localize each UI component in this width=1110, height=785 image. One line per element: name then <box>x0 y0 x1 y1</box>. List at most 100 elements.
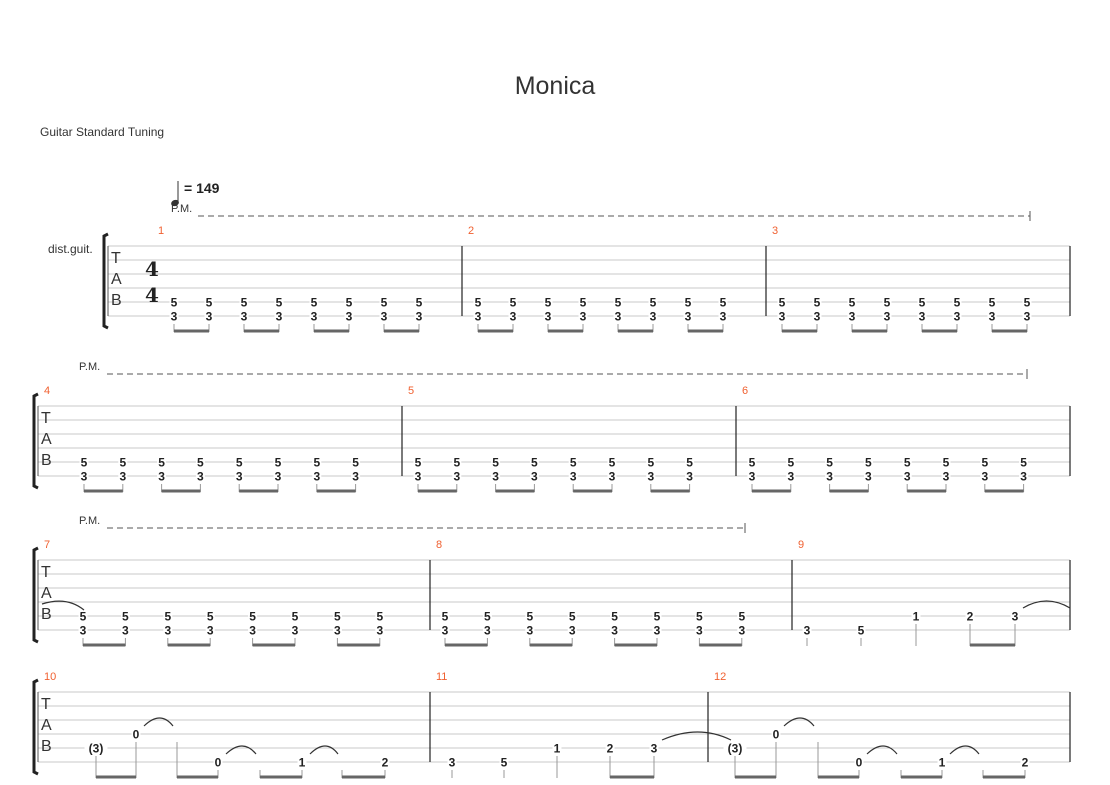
fret-background <box>543 296 553 308</box>
fret-number: 3 <box>884 310 891 324</box>
measure-number: 12 <box>714 671 726 683</box>
fret-number: 5 <box>814 296 821 310</box>
fret-background <box>380 756 390 768</box>
fret-background <box>452 470 462 482</box>
fret-number: 3 <box>442 624 449 638</box>
fret-background <box>204 310 214 322</box>
fret-background <box>568 456 578 468</box>
fret-background <box>239 310 249 322</box>
measure-number: 5 <box>408 385 414 397</box>
fret-background <box>248 610 258 622</box>
fret-background <box>825 470 835 482</box>
measure-number: 2 <box>468 225 474 237</box>
fret-background <box>965 610 975 622</box>
tuning-label: Guitar Standard Tuning <box>40 125 165 139</box>
fret-number: 3 <box>526 624 533 638</box>
fret-number: 5 <box>80 610 87 624</box>
fret-background <box>290 610 300 622</box>
fret-number: 3 <box>415 470 422 484</box>
fret-number: 3 <box>654 624 661 638</box>
tie-arc <box>661 731 732 741</box>
fret-background <box>1019 470 1029 482</box>
fret-background <box>309 310 319 322</box>
fret-number: 3 <box>943 470 950 484</box>
fret-number: 3 <box>80 624 87 638</box>
fret-background <box>747 456 757 468</box>
fret-number: 5 <box>865 456 872 470</box>
fret-background <box>78 610 88 622</box>
fret-background <box>980 456 990 468</box>
fret-background <box>718 310 728 322</box>
system-bracket <box>32 546 39 644</box>
fret-number: 3 <box>492 470 499 484</box>
fret-background <box>118 456 128 468</box>
tab-clef-letter: B <box>41 738 52 755</box>
fret-number: 3 <box>510 310 517 324</box>
fret-number: 5 <box>122 610 129 624</box>
fret-background <box>204 296 214 308</box>
fret-number: 3 <box>531 470 538 484</box>
fret-background <box>248 624 258 636</box>
fret-number: 3 <box>696 624 703 638</box>
fret-number: 5 <box>526 610 533 624</box>
fret-number: 3 <box>81 470 88 484</box>
fret-number: 5 <box>236 456 243 470</box>
fret-number: 3 <box>164 624 171 638</box>
fret-background <box>568 470 578 482</box>
fret-background <box>312 456 322 468</box>
time-signature-denominator: 4 <box>145 283 159 307</box>
fret-background <box>937 756 947 768</box>
fret-number: 1 <box>299 756 306 770</box>
fret-background <box>195 456 205 468</box>
fret-background <box>847 310 857 322</box>
fret-background <box>332 624 342 636</box>
fret-number: 5 <box>849 296 856 310</box>
measure-number: 6 <box>742 385 748 397</box>
fret-background <box>694 624 704 636</box>
fret-background <box>902 470 912 482</box>
fret-number: 3 <box>275 470 282 484</box>
fret-number: 5 <box>164 610 171 624</box>
fret-background <box>812 296 822 308</box>
fret-number: 5 <box>545 296 552 310</box>
fret-number: 5 <box>685 296 692 310</box>
fret-number: 5 <box>313 456 320 470</box>
fret-number: 0 <box>856 756 863 770</box>
tie-arc <box>866 745 898 755</box>
fret-background <box>440 610 450 622</box>
fret-background <box>482 610 492 622</box>
fret-background <box>525 610 535 622</box>
fret-number: 0 <box>133 728 140 742</box>
track-label: dist.guit. <box>48 242 93 256</box>
fret-background <box>567 624 577 636</box>
fret-number: 3 <box>865 470 872 484</box>
fret-number: 3 <box>545 310 552 324</box>
fret-background <box>613 296 623 308</box>
fret-number: 5 <box>158 456 165 470</box>
fret-background <box>508 296 518 308</box>
fret-background <box>718 296 728 308</box>
fret-background <box>825 456 835 468</box>
fret-number: 5 <box>1024 296 1031 310</box>
fret-background <box>802 624 812 636</box>
fret-background <box>379 310 389 322</box>
fret-number: 5 <box>510 296 517 310</box>
fret-number: 1 <box>939 756 946 770</box>
measure-number: 10 <box>44 671 56 683</box>
fret-background <box>854 756 864 768</box>
fret-number: 5 <box>919 296 926 310</box>
fret-background <box>414 296 424 308</box>
fret-background <box>351 456 361 468</box>
fret-number: 3 <box>276 310 283 324</box>
fret-number: 2 <box>967 610 974 624</box>
fret-background <box>440 624 450 636</box>
fret-background <box>607 456 617 468</box>
fret-number: 0 <box>773 728 780 742</box>
fret-number: 5 <box>442 610 449 624</box>
tab-clef-letter: T <box>41 696 51 713</box>
fret-background <box>941 470 951 482</box>
fret-number: 3 <box>346 310 353 324</box>
fret-number: 3 <box>313 470 320 484</box>
fret-number: (3) <box>89 742 104 756</box>
